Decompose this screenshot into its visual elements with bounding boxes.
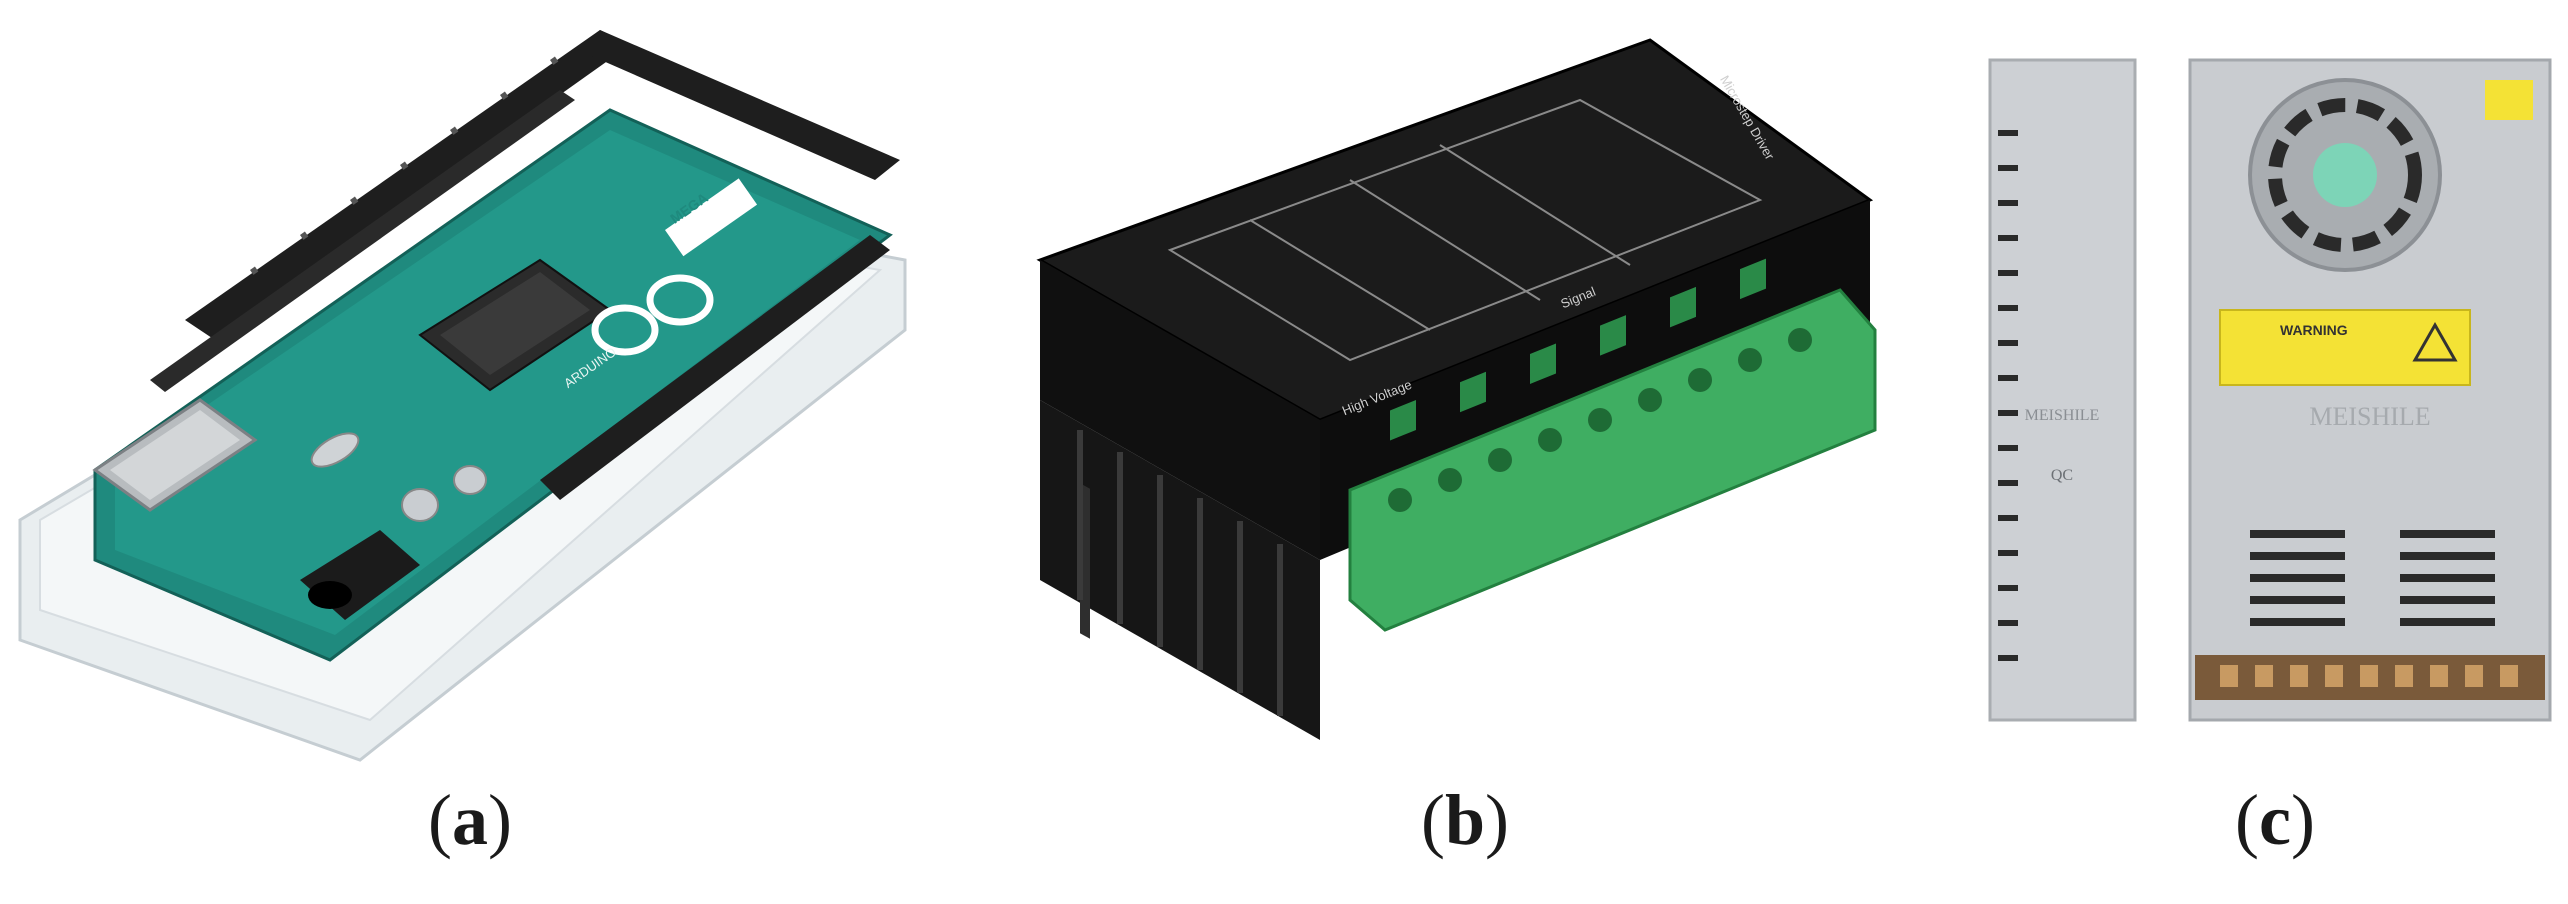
warning-text: WARNING [2280, 322, 2348, 338]
driver-left-face [1040, 260, 1320, 560]
side-brand-text: MEISHILE [2025, 407, 2100, 424]
caption-c-letter: c [2259, 780, 2291, 860]
caption-a: (a) [428, 780, 512, 860]
header-bottom [540, 235, 890, 500]
arduino-logo [591, 274, 714, 356]
terminal-block [1348, 288, 1877, 632]
header-top-inner [150, 90, 575, 392]
terminal-holes [1390, 258, 1766, 441]
qc-label: QC [2051, 467, 2073, 484]
crystal [310, 432, 360, 468]
mcu-chip-top [440, 272, 590, 375]
terminal-screws [1388, 328, 1812, 512]
printed-table [1167, 98, 1763, 362]
mega-badge [665, 178, 758, 257]
psu-terminal-screws [2220, 665, 2518, 687]
heatsink-fins [1040, 400, 1320, 740]
caption-a-letter: a [452, 780, 488, 860]
panel-b-photo [1020, 0, 1900, 770]
header-pins [250, 56, 559, 275]
dc-jack-hole [308, 581, 352, 609]
caption-b-letter: b [1444, 780, 1486, 860]
panel-c-photo: MEISHILE QC WARNING MEISHILE [1980, 0, 2560, 770]
usb-port-face [110, 410, 240, 500]
fan-hub [2313, 143, 2377, 207]
front-vent-slots [2250, 530, 2495, 626]
side-vent-slots [1998, 130, 2018, 661]
fan-slots [2268, 98, 2422, 252]
fin-lines [1077, 430, 1283, 716]
header-top [185, 30, 630, 340]
caption-c: (c) [2235, 780, 2315, 860]
stepper-driver-image [1036, 38, 1877, 740]
power-supply-image: MEISHILE QC WARNING MEISHILE [1988, 58, 2552, 722]
capacitor [453, 465, 487, 495]
capacitor [401, 488, 439, 522]
panel-a-photo [0, 0, 920, 770]
caption-b: (b) [1420, 780, 1509, 860]
header-right [578, 30, 900, 180]
warning-triangle-icon [2412, 321, 2458, 362]
front-brand-text: MEISHILE [2309, 402, 2430, 431]
warning-label [2219, 309, 2471, 386]
arduino-mega-image [18, 30, 907, 762]
top-sticker [2485, 80, 2533, 120]
